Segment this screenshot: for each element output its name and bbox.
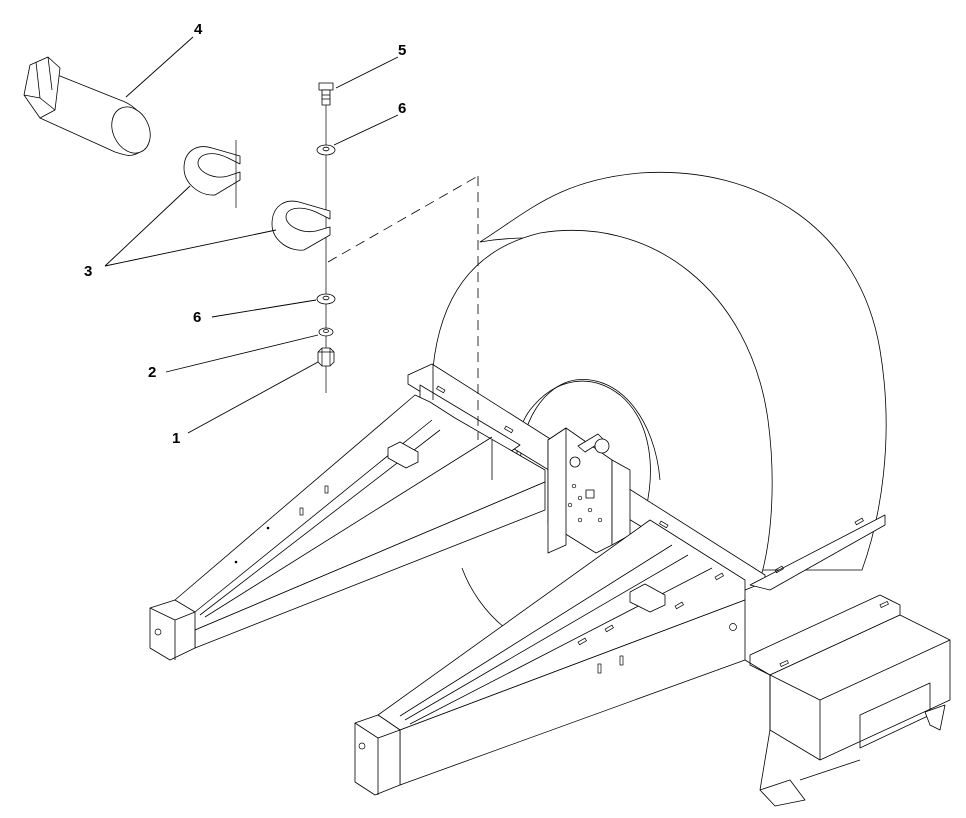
tire-lower-arc xyxy=(461,567,506,629)
leader-1 xyxy=(187,361,319,434)
fitting-hex-nut xyxy=(23,56,61,119)
right-frame-arm xyxy=(354,519,746,796)
center-hitch-plate xyxy=(547,427,631,554)
callout-1: 1 xyxy=(172,430,180,447)
leader-3 xyxy=(104,185,277,267)
deck-plate-right xyxy=(749,514,886,591)
leader-lines xyxy=(104,36,399,434)
discharge-chute xyxy=(744,594,951,807)
callout-labels: 4 5 6 3 6 2 1 xyxy=(84,21,406,447)
left-arm-end-cap xyxy=(149,599,196,661)
bolt-icon xyxy=(318,82,334,106)
hose-clamp-icon xyxy=(183,140,331,251)
right-arm-bracket xyxy=(629,583,666,613)
leader-4 xyxy=(125,36,194,98)
lock-washer-icon xyxy=(318,327,334,337)
leader-6-lower xyxy=(211,299,317,318)
flat-washer-icon xyxy=(316,144,336,305)
right-arm-pin-hole xyxy=(358,742,366,750)
callout-5: 5 xyxy=(398,42,406,59)
hex-nut-icon xyxy=(317,347,335,367)
chute-lip xyxy=(759,779,806,807)
hitch-pin xyxy=(569,456,581,468)
left-frame-arm xyxy=(149,394,546,661)
right-arm-end-cap xyxy=(354,714,401,796)
hitch-plate-side xyxy=(547,427,567,554)
bolt-shank xyxy=(321,89,331,106)
leader-5 xyxy=(335,56,399,89)
left-arm-bracket xyxy=(387,441,419,469)
hose-clamp-upper xyxy=(183,146,241,196)
callout-6-lower: 6 xyxy=(193,309,201,326)
left-arm-pin-hole xyxy=(154,628,162,636)
callout-2: 2 xyxy=(148,364,156,381)
hose-clamp-lower xyxy=(271,200,331,251)
callout-4: 4 xyxy=(194,21,203,38)
leader-6-upper xyxy=(333,114,399,146)
callout-3: 3 xyxy=(84,263,92,280)
callout-6-upper: 6 xyxy=(398,100,406,117)
tire-front-face xyxy=(432,229,773,581)
bolt-head xyxy=(318,82,334,91)
hose-fitting-icon xyxy=(23,56,151,156)
hitch-square-hole xyxy=(585,489,595,499)
dashed-line-horizontal xyxy=(327,175,479,263)
tire xyxy=(432,171,887,629)
leader-2 xyxy=(165,334,319,373)
